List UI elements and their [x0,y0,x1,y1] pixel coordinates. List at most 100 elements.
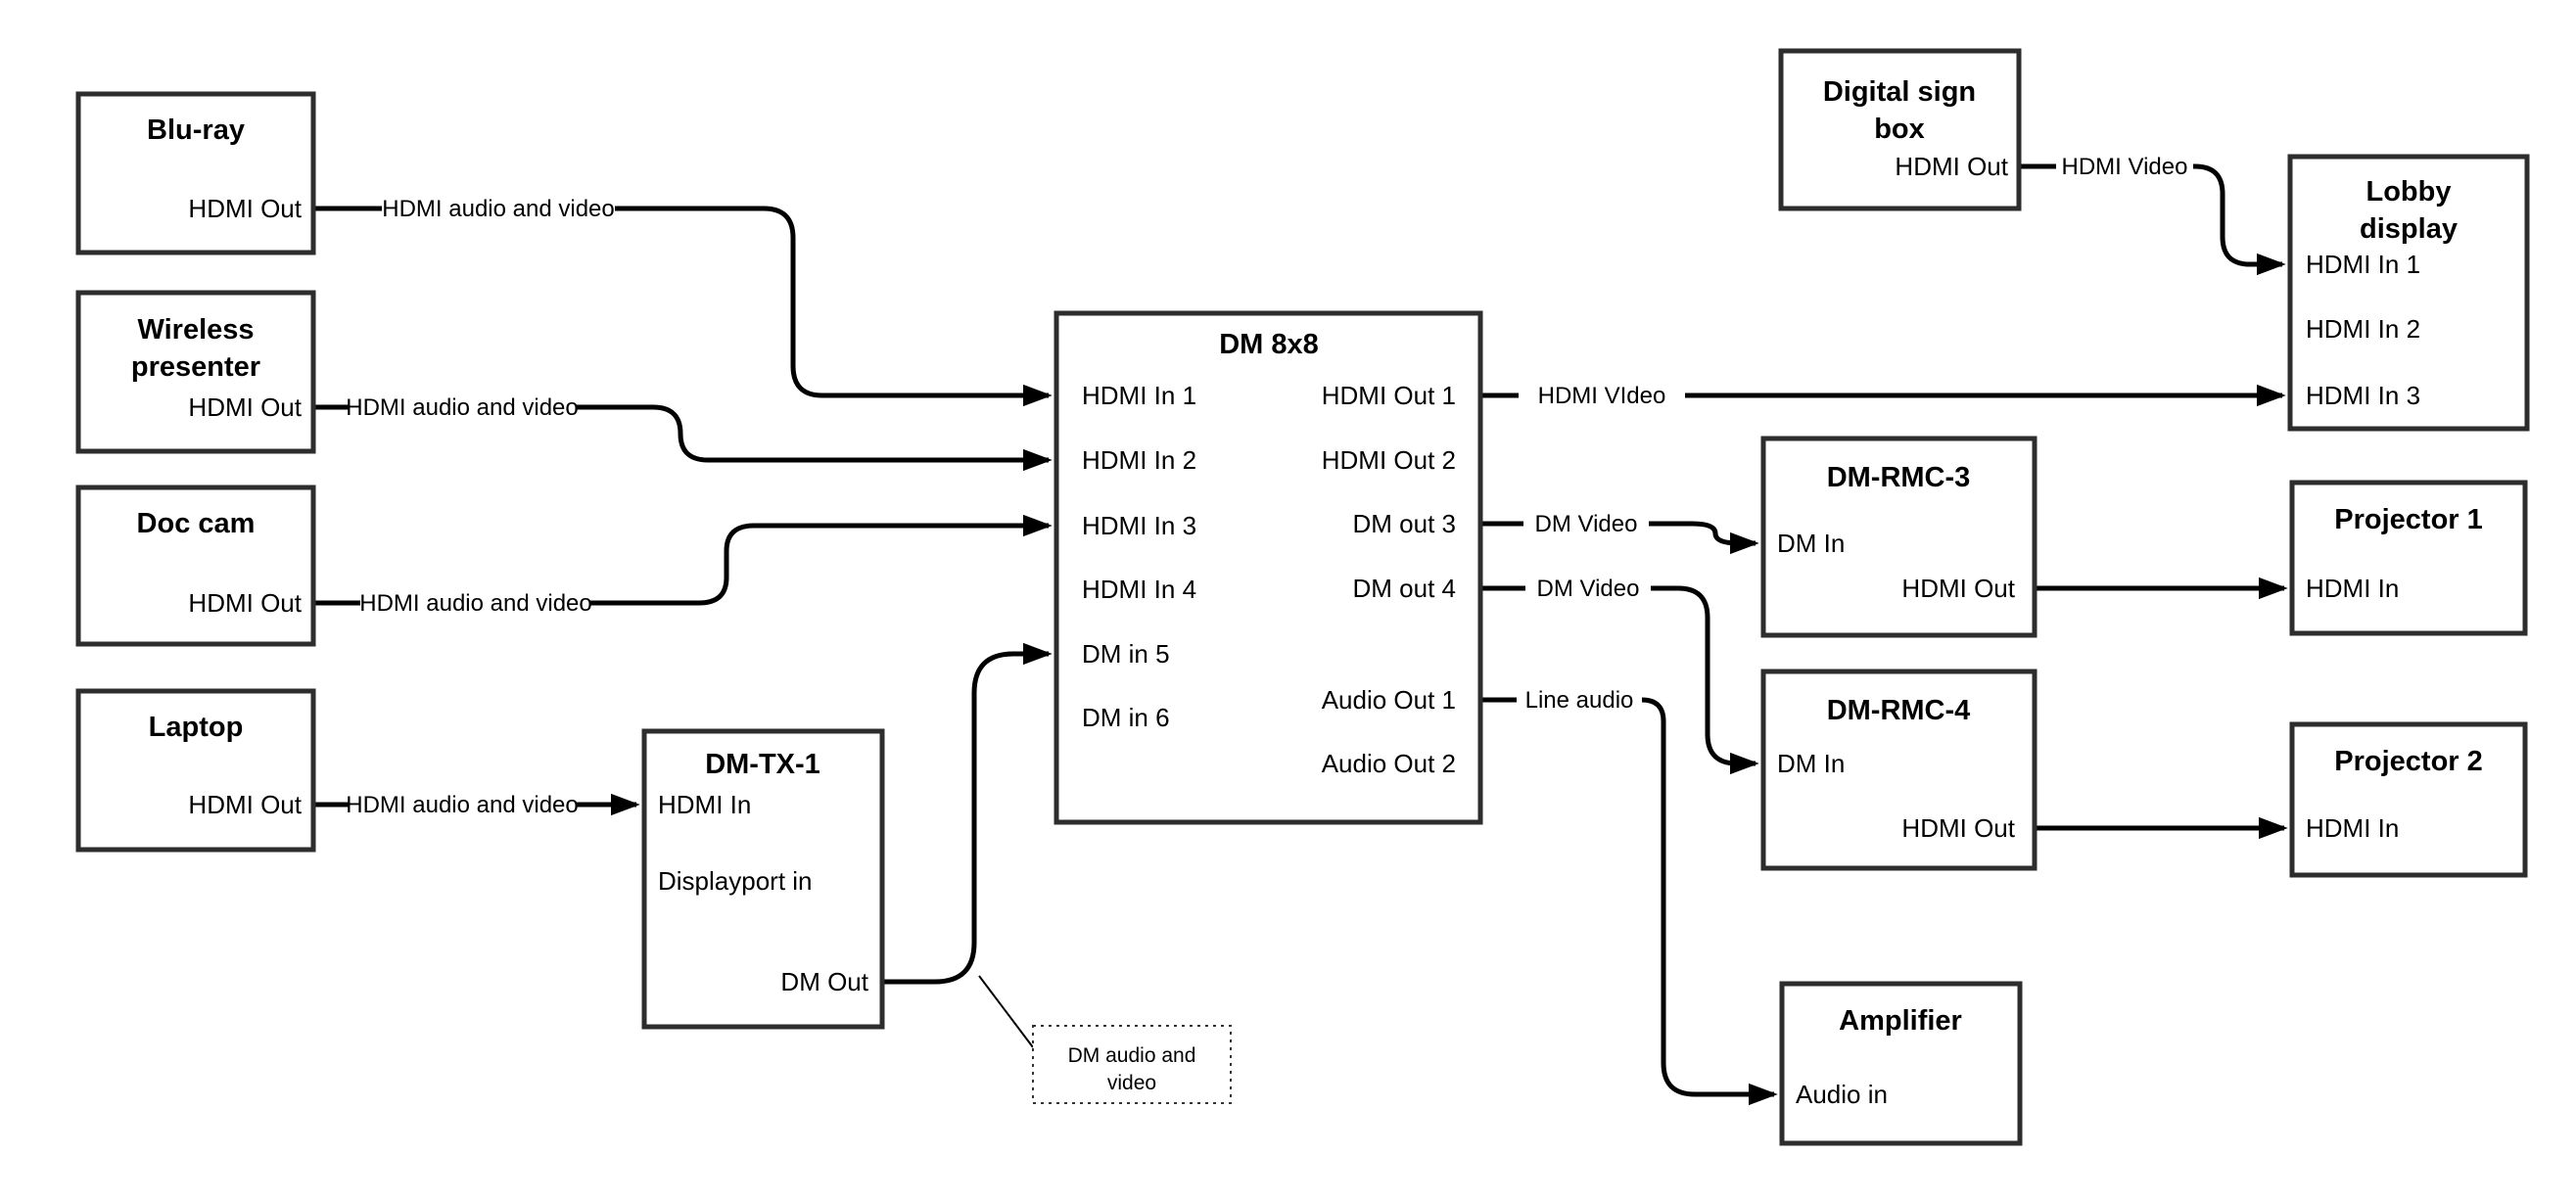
wire-label-bluray-dm8x8: HDMI audio and video [382,196,614,222]
wire-digitalsign-to-lobby: HDMI Video [2019,154,2286,276]
wire-wireless-to-dm8x8: HDMI audio and video [313,394,1053,472]
wire-label-audio1-amplifier: Line audio [1525,687,1634,714]
callout-box [1032,1025,1232,1104]
node-dm8x8-port-dm-out-3: DM out 3 [1353,509,1457,538]
wire-label-out1-lobby: HDMI VIdeo [1538,383,1666,409]
wire-out4-segment-2 [1651,585,1759,775]
wire-label-out3-dmrmc3: DM Video [1535,511,1638,537]
wire-dm8x8-audio1-to-amplifier: Line audio [1480,687,1778,1106]
wire-label-doccam-dm8x8: HDMI audio and video [359,590,591,617]
node-dmtx1-port-dm-out: DM Out [780,967,868,996]
node-doccam-port-hdmi-out: HDMI Out [188,588,302,618]
callout-dm-audio-and-video: DM audio and video [1032,1025,1232,1104]
node-wireless-title-line2: presenter [131,351,260,383]
wire-doccam-segment-2 [589,514,1053,606]
wire-label-laptop-dmtx1: HDMI audio and video [346,792,578,818]
callout-text-line1: DM audio and [1068,1044,1196,1067]
node-proj1-port-hdmi-in: HDMI In [2306,574,2399,603]
node-dm8x8-title: DM 8x8 [1219,329,1319,360]
node-wireless-title-line1: Wireless [137,314,254,346]
node-dm8x8-port-hdmi-out-2: HDMI Out 2 [1322,445,1456,475]
node-dm8x8-port-dm-in-6: DM in 6 [1082,703,1170,732]
node-dm8x8-port-hdmi-in-4: HDMI In 4 [1082,575,1196,604]
node-amplifier: Amplifier Audio in [1779,981,2023,1146]
wire-bluray-to-dm8x8: HDMI audio and video [313,196,1053,407]
node-proj2-box [2289,721,2528,878]
node-dm8x8-port-hdmi-out-1: HDMI Out 1 [1322,381,1456,410]
node-dmrmc4-port-hdmi-out: HDMI Out [1901,813,2015,843]
node-lobby-port-hdmi-in-1: HDMI In 1 [2306,250,2420,279]
node-dmtx1-port-hdmi-in: HDMI In [658,790,751,819]
wire-dm8x8-out1-to-lobby: HDMI VIdeo [1480,383,2286,409]
callout-text-line2: video [1107,1072,1156,1094]
node-amplifier-title: Amplifier [1839,1005,1962,1037]
node-doccam-title: Doc cam [137,508,256,539]
node-doccam-box [75,485,316,647]
node-dmrmc4-title: DM-RMC-4 [1827,695,1971,726]
node-proj1-title: Projector 1 [2334,504,2483,535]
node-proj2-port-hdmi-in: HDMI In [2306,813,2399,843]
node-dmtx1-box [641,728,885,1030]
node-dmrmc3-title: DM-RMC-3 [1827,462,1971,493]
node-projector-1: Projector 1 HDMI In [2289,480,2528,636]
node-doc-cam: Doc cam HDMI Out [75,485,316,647]
wire-out3-segment-2 [1649,521,1759,555]
node-bluray-box [75,91,316,255]
node-dm8x8-port-dm-out-4: DM out 4 [1353,574,1457,603]
node-dmtx1-port-displayport-in: Displayport in [658,866,813,896]
node-dmrmc3-port-hdmi-out: HDMI Out [1901,574,2015,603]
wire-dm8x8-out3-to-dmrmc3: DM Video [1480,511,1759,555]
wire-label-out4-dmrmc4: DM Video [1537,576,1640,602]
node-lobby-box [2287,154,2530,432]
node-lobby-port-hdmi-in-2: HDMI In 2 [2306,314,2420,344]
node-digitalsign-port-hdmi-out: HDMI Out [1895,152,2008,181]
wire-label-digitalsign-lobby: HDMI Video [2062,154,2188,180]
node-dm8x8-port-hdmi-in-3: HDMI In 3 [1082,511,1196,540]
wire-wireless-segment-2 [576,404,1053,472]
callout-leader-line [978,975,1034,1048]
wire-dm8x8-out4-to-dmrmc4: DM Video [1480,576,1759,775]
node-bluray-title: Blu-ray [147,115,245,146]
node-lobby-port-hdmi-in-3: HDMI In 3 [2306,381,2420,410]
node-digital-sign-box: Digital sign box HDMI Out [1778,48,2022,211]
node-digitalsign-title-line2: box [1874,114,1925,145]
node-dm-rmc-4: DM-RMC-4 DM In HDMI Out [1760,669,2037,871]
node-proj1-box [2289,480,2528,636]
node-dmrmc4-box [1760,669,2037,871]
wire-laptop-to-dmtx1: HDMI audio and video [313,792,640,818]
wire-dmtx1-to-dm8x8 [882,642,1053,1048]
node-proj2-title: Projector 2 [2334,746,2483,777]
node-dm8x8-port-hdmi-in-2: HDMI In 2 [1082,445,1196,475]
node-wireless-box [75,290,316,454]
node-amplifier-box [1779,981,2023,1146]
node-dm-tx-1: DM-TX-1 HDMI In Displayport in DM Out [641,728,885,1030]
node-amplifier-port-audio-in: Audio in [1796,1080,1888,1109]
wire-audio1-segment-2 [1641,697,1778,1106]
node-lobby-title-line2: display [2360,213,2458,245]
node-laptop-port-hdmi-out: HDMI Out [188,790,302,819]
wire-doccam-to-dm8x8: HDMI audio and video [313,514,1053,617]
node-dm8x8-box [1054,310,1483,825]
node-dm8x8-port-dm-in-5: DM in 5 [1082,639,1170,669]
node-laptop-title: Laptop [149,712,244,743]
node-dm8x8-port-audio-out-1: Audio Out 1 [1322,685,1456,715]
wire-dmtx1-segment-1 [882,642,1053,985]
node-dmtx1-title: DM-TX-1 [705,749,820,780]
node-dmrmc3-box [1760,436,2037,638]
node-dmrmc4-port-dm-in: DM In [1777,749,1845,778]
node-dm8x8-port-audio-out-2: Audio Out 2 [1322,749,1456,778]
node-dm-rmc-3: DM-RMC-3 DM In HDMI Out [1760,436,2037,638]
node-digitalsign-box [1778,48,2022,211]
wire-label-wireless-dm8x8: HDMI audio and video [346,394,578,421]
node-bluray: Blu-ray HDMI Out [75,91,316,255]
wire-bluray-segment-2 [615,206,1053,407]
node-lobby-display: Lobby display HDMI In 1 HDMI In 2 HDMI I… [2287,154,2530,432]
node-lobby-title-line1: Lobby [2366,176,2452,208]
wire-digitalsign-segment-2 [2193,163,2286,276]
node-laptop: Laptop HDMI Out [75,688,316,853]
node-bluray-port-hdmi-out: HDMI Out [188,194,302,223]
node-dm8x8-port-hdmi-in-1: HDMI In 1 [1082,381,1196,410]
node-dmrmc3-port-dm-in: DM In [1777,529,1845,558]
